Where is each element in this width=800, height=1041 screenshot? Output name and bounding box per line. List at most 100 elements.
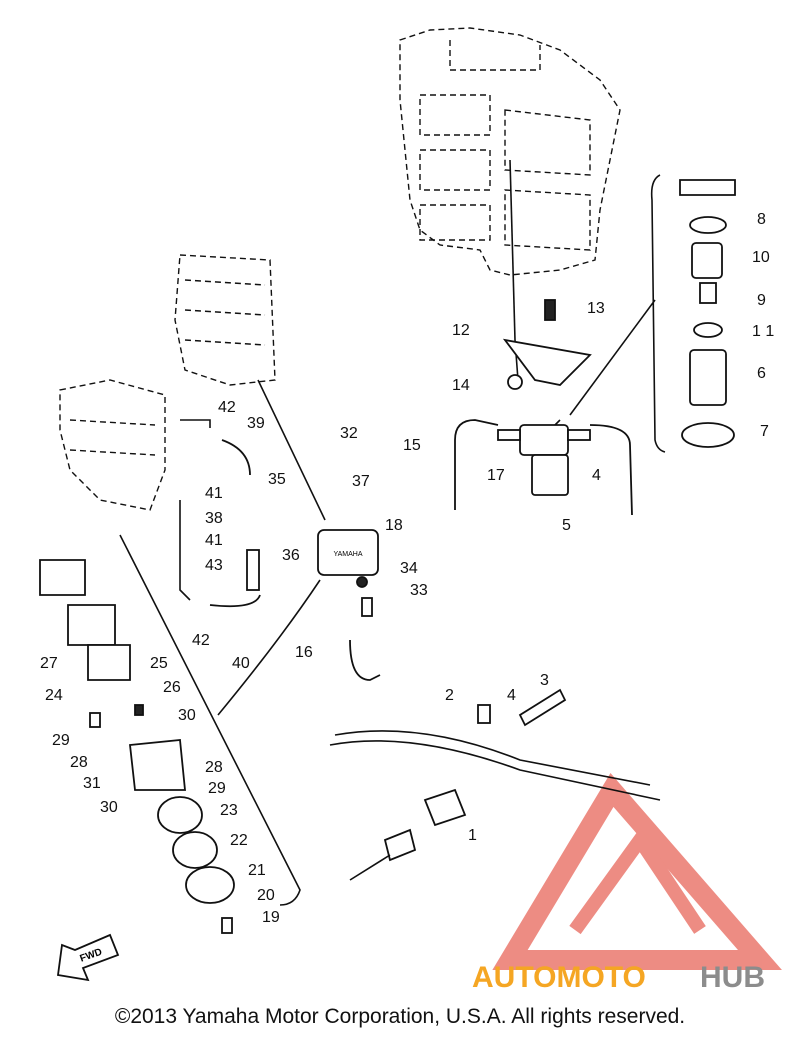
part-label-28: 28 [70, 754, 88, 771]
fwd-arrow: FWD [56, 933, 120, 982]
bracket-bolt [544, 299, 556, 321]
fuel-connector [329, 704, 661, 881]
part-label-23: 23 [220, 802, 238, 819]
filter-top [679, 179, 736, 196]
pump-body [317, 529, 379, 576]
part-label-25: 25 [150, 655, 168, 672]
fuel-filter-assembly [497, 299, 592, 496]
part-label-40: 40 [232, 655, 250, 672]
part-label-7: 7 [760, 423, 769, 440]
part-label-18: 18 [385, 517, 403, 534]
part-label-9: 9 [757, 292, 766, 309]
filter-parts-exploded [679, 179, 736, 448]
part-label-11: 1 1 [752, 323, 774, 340]
part-label-14: 14 [452, 377, 470, 394]
part-label-17: 17 [487, 467, 505, 484]
part-label-27: 27 [40, 655, 58, 672]
part-label-22: 22 [230, 832, 248, 849]
part-label-29b: 29 [208, 780, 226, 797]
part-label-36: 36 [282, 547, 300, 564]
part-label-16: 16 [295, 644, 313, 661]
part-label-42: 42 [218, 399, 236, 416]
cylinder-head-left [59, 379, 166, 511]
hull-line [334, 730, 651, 786]
part-label-20: 20 [257, 887, 275, 904]
filter-inlet [497, 429, 521, 441]
part-label-38: 38 [205, 510, 223, 527]
part-label-10: 10 [752, 249, 770, 266]
automotohub-logo [492, 773, 782, 970]
part-label-33: 33 [410, 582, 428, 599]
part-label-5: 5 [562, 517, 571, 534]
part-label-4-lower: 4 [507, 687, 516, 704]
part-label-32: 32 [340, 425, 358, 442]
part-label-35: 35 [268, 471, 286, 488]
part-label-6: 6 [757, 365, 766, 382]
engine-block-upper [399, 27, 621, 276]
part-label-1: 1 [468, 827, 477, 844]
fuel-pump: YAMAHA [317, 529, 379, 617]
pump-bolt [361, 597, 373, 617]
part-label-31: 31 [83, 775, 101, 792]
bracket-grommet [507, 374, 523, 390]
hose-43 [246, 549, 260, 591]
hose-39 [221, 439, 251, 476]
part-label-12: 12 [452, 322, 470, 339]
hose-16 [349, 639, 381, 681]
part-label-30b: 30 [100, 799, 118, 816]
pump-washer [356, 576, 368, 588]
spring-25 [134, 704, 144, 716]
seal-ring [693, 322, 723, 338]
part-label-34: 34 [400, 560, 418, 577]
gasket-27 [39, 559, 86, 596]
part-label-13: 13 [587, 300, 605, 317]
diagram-canvas: YAMAHA FWD 1 2 3 4 4 5 6 7 [39, 27, 782, 994]
part-label-41b: 41 [205, 532, 223, 549]
part-label-19: 19 [262, 909, 280, 926]
copyright-footer: ©2013 Yamaha Motor Corporation, U.S.A. A… [114, 1005, 686, 1028]
part-label-21: 21 [248, 862, 266, 879]
part-label-4: 4 [592, 467, 601, 484]
part-label-26: 26 [163, 679, 181, 696]
logo-inner-mark [569, 827, 706, 935]
connector-plug [383, 828, 417, 862]
part-label-8: 8 [757, 211, 766, 228]
watermark-hub: HUB [700, 961, 765, 994]
part-label-3: 3 [540, 672, 549, 689]
filter-outlet [567, 429, 591, 441]
part-label-42b: 42 [192, 632, 210, 649]
callout-arrow [569, 299, 656, 416]
part-label-2: 2 [445, 687, 454, 704]
watermark-automoto: AUTOMOTO [472, 961, 646, 994]
hose-15 [454, 419, 499, 510]
part-label-39: 39 [247, 415, 265, 432]
cup-nut [681, 422, 735, 448]
cover-21 [185, 866, 235, 904]
part-label-24: 24 [45, 687, 63, 704]
pump-marking: YAMAHA [333, 551, 362, 558]
part-label-15: 15 [403, 437, 421, 454]
connector-1 [423, 788, 467, 827]
fuel-hoses [209, 419, 633, 727]
watermark-text: AUTOMOTO HUB [472, 961, 765, 994]
gasket-22 [172, 831, 218, 869]
pump-parts-exploded [39, 559, 235, 934]
part-label-41: 41 [205, 485, 223, 502]
part-labels: 1 2 3 4 4 5 6 7 8 9 10 1 1 12 13 14 15 1… [40, 211, 774, 926]
part-label-30: 30 [178, 707, 196, 724]
diaphragm-24 [87, 644, 131, 681]
filter-element [691, 242, 723, 279]
screw-29 [89, 712, 101, 728]
part-label-37: 37 [352, 473, 370, 490]
part-label-28b: 28 [205, 759, 223, 776]
logo-outer-triangle [492, 773, 782, 970]
filter-head [519, 424, 569, 456]
filter-cup-exploded [689, 349, 727, 406]
o-ring [689, 216, 727, 234]
gasket-24-top [67, 604, 116, 646]
part-label-29: 29 [52, 732, 70, 749]
screw-19 [221, 917, 233, 934]
filter-bracket [502, 338, 592, 386]
pump-body-31 [129, 739, 186, 791]
